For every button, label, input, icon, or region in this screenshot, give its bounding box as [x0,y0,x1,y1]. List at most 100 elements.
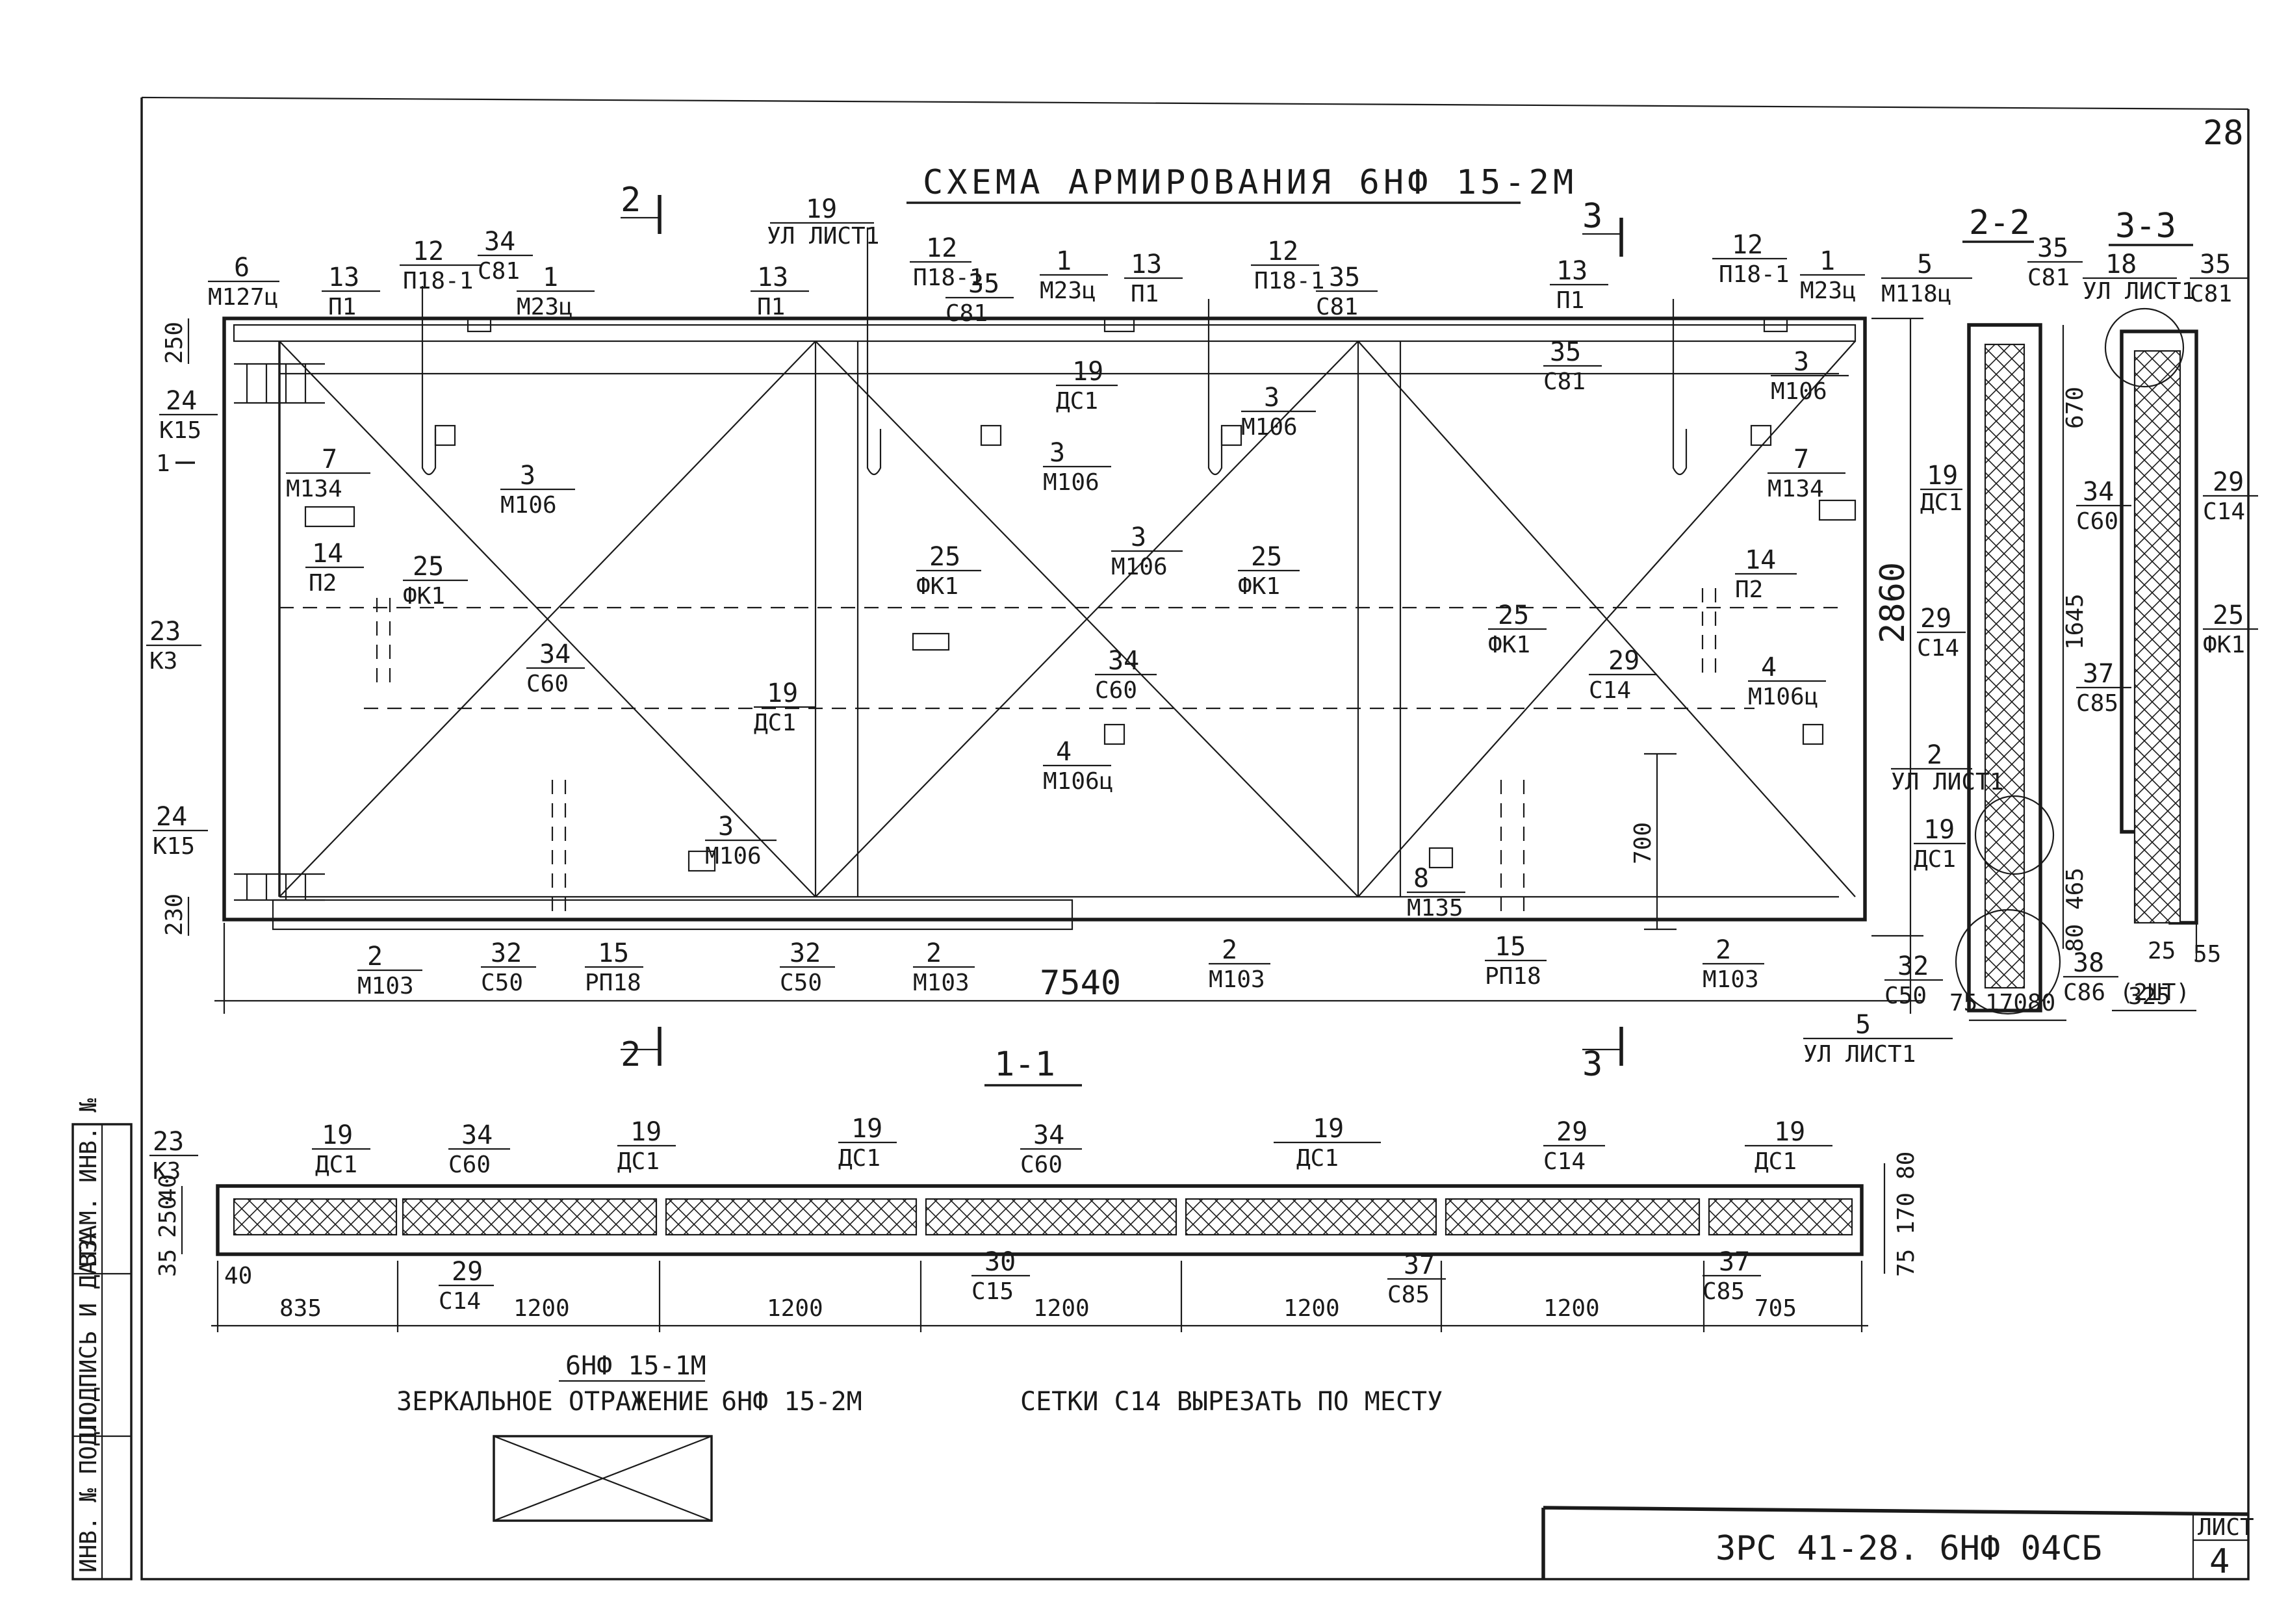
svg-text:2: 2 [1927,740,1942,770]
svg-text:2: 2 [1716,935,1731,965]
svg-text:М134: М134 [1767,476,1824,502]
svg-text:18: 18 [2105,250,2137,279]
cut-mark-3-bottom: 3 [1582,1027,1623,1084]
svg-text:3: 3 [1264,383,1279,413]
svg-text:5: 5 [1855,1010,1871,1040]
s11-dim-seg: 1200 [1033,1295,1090,1322]
svg-text:19: 19 [806,194,837,224]
svg-text:19: 19 [1923,815,1955,845]
svg-text:П1: П1 [1556,287,1584,314]
svg-text:С86 (2ШТ): С86 (2ШТ) [2063,979,2190,1006]
stamp-sheet-value: 4 [2209,1542,2230,1581]
svg-text:15: 15 [598,938,629,968]
svg-text:С15: С15 [971,1278,1014,1305]
cut-mark-2-top: 2 [621,181,662,234]
svg-text:С14: С14 [1589,677,1631,704]
svg-text:2: 2 [367,942,383,972]
svg-text:12: 12 [926,233,957,263]
svg-text:35: 35 [968,269,999,299]
svg-text:25: 25 [1498,600,1529,630]
svg-text:7: 7 [1793,445,1809,474]
svg-text:М103: М103 [1209,966,1265,993]
svg-text:32: 32 [1897,951,1929,981]
svg-text:34: 34 [1108,646,1139,676]
svg-text:М106: М106 [705,843,762,870]
svg-text:2: 2 [926,938,942,968]
svg-text:П1: П1 [1131,281,1159,307]
svg-text:25: 25 [413,552,444,582]
s11-dim-right-75: 75 [1893,1249,1920,1277]
svg-text:34: 34 [539,639,571,669]
s11-dim-right-80: 80 [1893,1152,1920,1179]
svg-text:23: 23 [153,1127,184,1157]
svg-text:29: 29 [1920,604,1951,634]
svg-text:19: 19 [630,1117,662,1147]
svg-text:С50: С50 [1884,983,1927,1009]
dim-3-3-55: 55 [2193,941,2221,968]
svg-text:34: 34 [1033,1120,1064,1150]
dim-2-2-80: 80 [2062,924,2089,952]
dim-3-3-325: 325 [2128,983,2170,1010]
svg-text:С85: С85 [1703,1278,1745,1305]
title-text: СХЕМА АРМИРОВАНИЯ 6НФ 15-2М [923,163,1577,202]
svg-text:23: 23 [149,617,181,647]
svg-text:М23ц: М23ц [1800,277,1857,304]
svg-text:25: 25 [1251,542,1282,572]
svg-text:С60: С60 [2076,508,2118,535]
svg-text:19: 19 [1313,1114,1344,1144]
svg-text:М106ц: М106ц [1043,768,1113,795]
s11-dim-seg: 1200 [513,1295,570,1322]
svg-text:ФК1: ФК1 [916,573,958,600]
svg-text:35: 35 [1329,263,1360,292]
s11-dim-seg: 1200 [767,1295,823,1322]
svg-text:12: 12 [413,237,444,266]
dim-bottom-edge: 230 [161,894,188,936]
cut-mark-2-bottom: 2 [621,1027,662,1074]
svg-text:13: 13 [1556,256,1587,286]
svg-text:32: 32 [491,938,522,968]
svg-text:37: 37 [1719,1247,1750,1277]
cut-mark-3-top: 3 [1582,197,1623,257]
dim-3-3-25: 25 [2148,938,2176,964]
svg-text:12: 12 [1267,237,1298,266]
svg-text:С60: С60 [1020,1152,1062,1178]
svg-text:15: 15 [1495,932,1526,962]
svg-text:ФК1: ФК1 [1488,632,1530,658]
svg-text:ДС1: ДС1 [1755,1148,1797,1175]
svg-text:П18-1: П18-1 [403,268,473,294]
svg-text:1: 1 [543,263,558,292]
svg-text:34: 34 [2083,477,2114,507]
s11-dim-left-250: 250 [155,1196,181,1238]
mirror-code: 6НФ 15-2М [721,1387,862,1417]
svg-text:29: 29 [2213,467,2244,497]
